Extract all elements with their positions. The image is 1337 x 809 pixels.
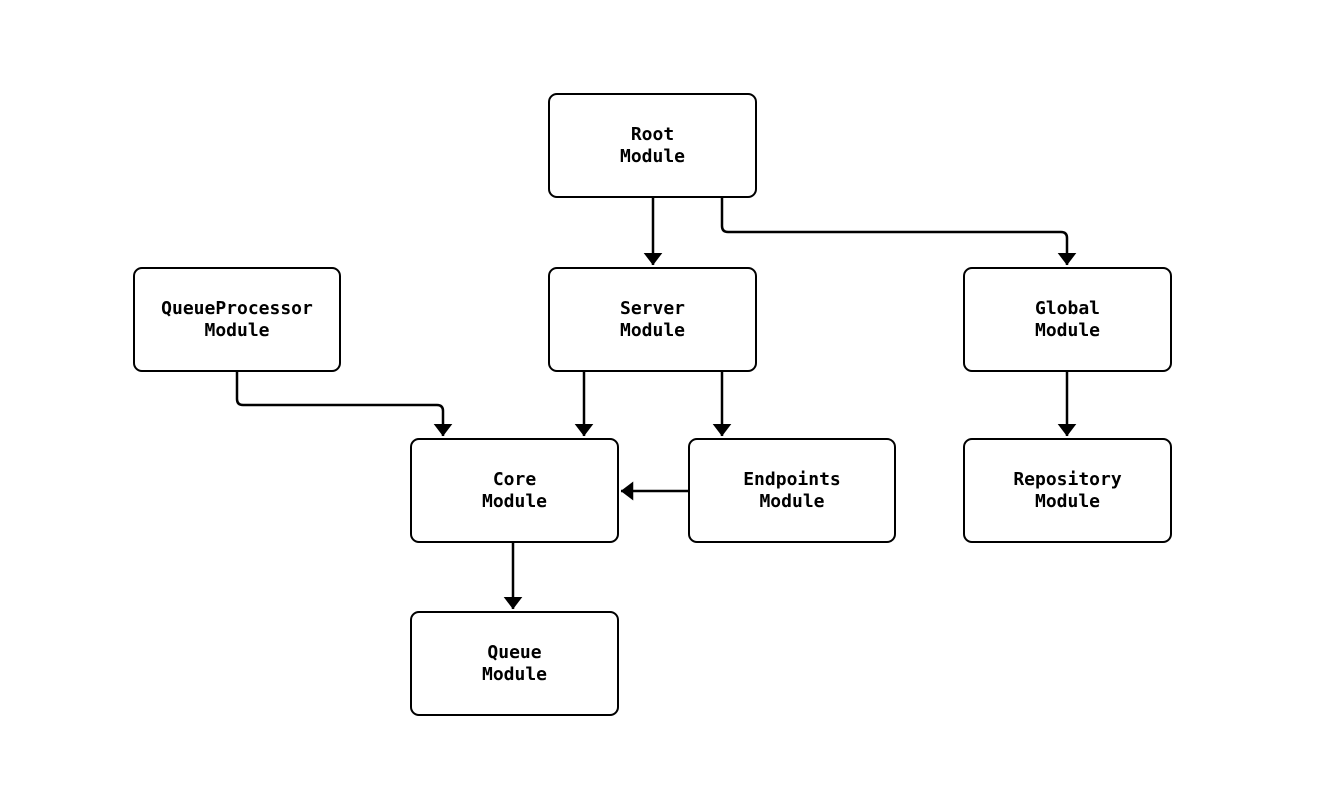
node-queueprocessor-module: QueueProcessor Module: [133, 267, 341, 372]
node-queue-module: Queue Module: [410, 611, 619, 716]
node-core-module: Core Module: [410, 438, 619, 543]
node-endpoints-module: Endpoints Module: [688, 438, 896, 543]
node-repository-module: Repository Module: [963, 438, 1172, 543]
node-server-module: Server Module: [548, 267, 757, 372]
node-label-queue: Queue Module: [481, 641, 548, 685]
node-label-root: Root Module: [619, 123, 686, 167]
node-label-core: Core Module: [481, 468, 548, 512]
node-label-endpoints: Endpoints Module: [743, 468, 841, 512]
node-label-global: Global Module: [1034, 297, 1101, 341]
edge-root-global: [720, 198, 1077, 266]
node-global-module: Global Module: [963, 267, 1172, 372]
node-label-queueprocessor: QueueProcessor Module: [161, 297, 313, 341]
node-label-repository: Repository Module: [1013, 468, 1122, 512]
edge-queueprocessor-core: [235, 372, 453, 437]
node-label-server: Server Module: [619, 297, 686, 341]
node-root-module: Root Module: [548, 93, 757, 198]
